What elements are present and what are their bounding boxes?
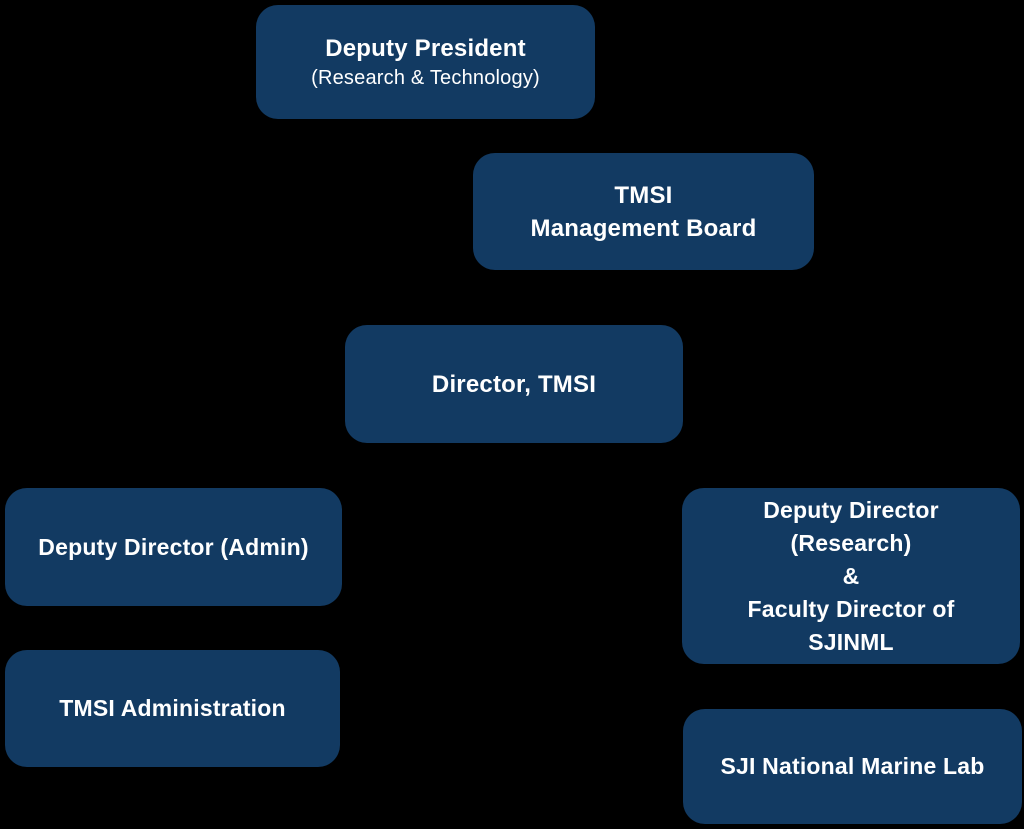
node-title-line: Deputy Director [763,496,939,523]
org-node-director-tmsi: Director, TMSI [345,325,683,443]
org-node-deputy-director-research: Deputy Director (Research) & Faculty Dir… [682,488,1020,664]
node-title-line: TMSI [614,181,673,209]
node-title-line: Director, TMSI [431,370,597,398]
node-title-line: TMSI Administration [59,695,286,721]
org-node-deputy-president: Deputy President (Research & Technology) [256,5,595,119]
node-subtitle: (Research & Technology) [311,67,540,89]
org-node-tmsi-administration: TMSI Administration [5,650,340,767]
org-node-sji-national-marine-lab: SJI National Marine Lab [683,709,1022,824]
node-title-line: SJINML [808,628,894,655]
node-title: Deputy President [325,35,526,62]
node-title-line: Deputy Director (Admin) [38,533,309,560]
node-title-line: Management Board [530,214,757,242]
node-title-line: (Research) [790,529,912,556]
org-node-deputy-director-admin: Deputy Director (Admin) [5,488,342,606]
node-title-line: Faculty Director of [747,595,955,622]
node-title-line: & [842,562,860,589]
node-title-line: SJI National Marine Lab [720,753,985,779]
org-node-tmsi-management-board: TMSI Management Board [473,153,814,270]
